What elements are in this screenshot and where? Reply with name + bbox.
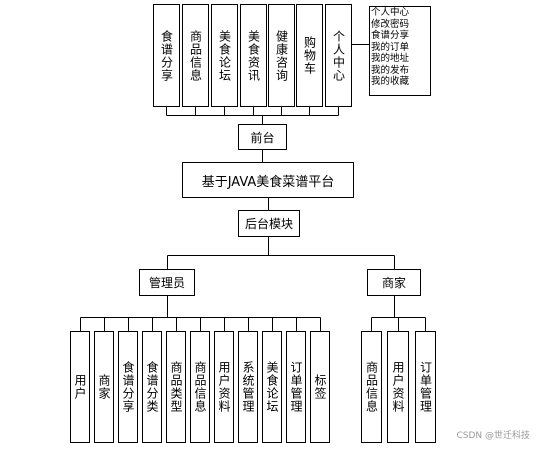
backend-label: 后台模块: [244, 217, 293, 231]
personal-center-submenu-box: 个人中心 修改密码 食谱分享 我的订单 我的地址 我的发布 我的收藏: [369, 6, 431, 96]
personal-center-item: 个人中心: [371, 7, 410, 18]
front-module-label: 美食论坛: [217, 29, 232, 82]
front-module-shopping-cart: 购物车: [296, 4, 323, 107]
front-module-food-forum: 美食论坛: [211, 4, 238, 107]
front-module-recipe-share: 食谱分享: [153, 4, 180, 107]
merchant-module-label: 商品信息: [364, 361, 379, 413]
front-module-label: 食谱分享: [159, 29, 174, 82]
admin-module-label: 食谱分类: [145, 361, 159, 413]
admin-module-users: 用户: [70, 331, 90, 443]
admin-module-label: 用户: [73, 374, 87, 400]
admin-module-label: 用户资料: [217, 361, 231, 413]
front-module-label: 商品信息: [188, 29, 203, 82]
admin-node: 管理员: [139, 269, 195, 296]
admin-module-product-type: 商品类型: [166, 331, 186, 443]
front-module-product-info: 商品信息: [182, 4, 209, 107]
merchant-module-user-profile: 用户资料: [387, 331, 409, 443]
admin-module-recipe-category: 食谱分类: [142, 331, 162, 443]
front-module-label: 个人中心: [331, 29, 346, 82]
admin-module-label: 标签: [313, 374, 327, 400]
personal-center-item: 我的地址: [371, 53, 410, 64]
admin-label: 管理员: [148, 276, 185, 290]
merchant-label: 商家: [381, 276, 406, 290]
merchant-module-label: 用户资料: [391, 361, 405, 413]
admin-module-label: 系统管理: [241, 361, 255, 413]
merchant-module-order-management: 订单管理: [415, 331, 436, 443]
personal-center-item: 食谱分享: [371, 30, 410, 41]
front-module-personal-center: 个人中心: [325, 4, 352, 107]
front-module-label: 健康咨询: [274, 29, 289, 82]
admin-module-label: 订单管理: [289, 361, 303, 413]
platform-title: 基于JAVA美食菜谱平台: [201, 174, 335, 190]
front-module-food-news: 美食资讯: [240, 4, 267, 107]
platform-node: 基于JAVA美食菜谱平台: [182, 162, 354, 198]
front-module-label: 美食资讯: [246, 29, 261, 82]
admin-module-system-management: 系统管理: [238, 331, 258, 443]
personal-center-item: 我的发布: [371, 64, 410, 76]
admin-module-food-forum: 美食论坛: [262, 331, 282, 443]
admin-module-merchants: 商家: [94, 331, 114, 443]
csdn-watermark: CSDN @世迁科技: [456, 431, 530, 441]
admin-module-recipe-share: 食谱分享: [118, 331, 138, 443]
admin-module-label: 商家: [97, 374, 111, 400]
front-module-health-consult: 健康咨询: [268, 4, 295, 107]
admin-module-label: 美食论坛: [265, 361, 279, 413]
merchant-module-label: 订单管理: [418, 361, 433, 413]
front-module-label: 购物车: [302, 36, 317, 75]
frontend-node: 前台: [238, 124, 287, 150]
admin-module-label: 商品类型: [169, 361, 183, 413]
personal-center-item: 我的收藏: [371, 76, 410, 87]
admin-module-tags: 标签: [310, 331, 330, 443]
admin-module-user-profile: 用户资料: [214, 331, 234, 443]
frontend-label: 前台: [250, 130, 275, 145]
admin-module-product-info: 商品信息: [190, 331, 210, 443]
admin-module-order-management: 订单管理: [286, 331, 306, 443]
personal-center-item: 修改密码: [371, 18, 410, 30]
merchant-node: 商家: [367, 269, 421, 296]
admin-module-label: 食谱分享: [121, 361, 135, 413]
backend-node: 后台模块: [238, 210, 300, 237]
personal-center-item: 我的订单: [371, 41, 410, 53]
admin-module-label: 商品信息: [193, 361, 207, 413]
merchant-module-product-info: 商品信息: [361, 331, 382, 443]
